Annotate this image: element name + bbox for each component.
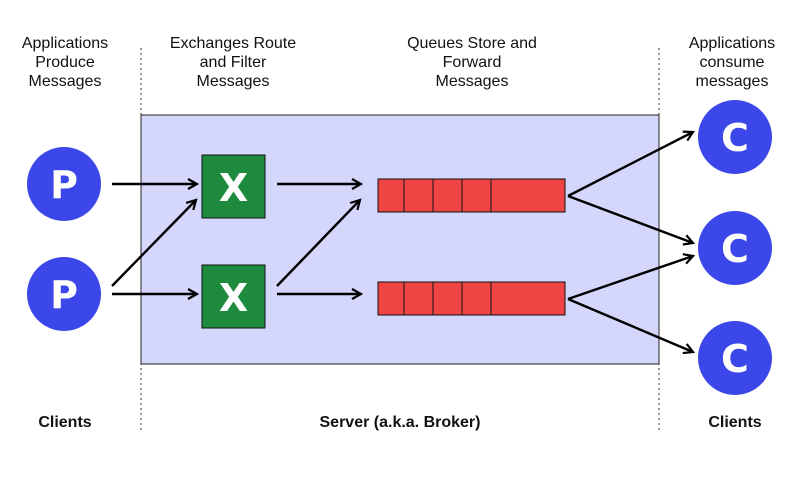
exchange-2: X bbox=[201, 264, 266, 329]
consumer-1-label: C bbox=[721, 116, 749, 160]
producer-2-label: P bbox=[50, 273, 78, 317]
arrow-p2-to-x1 bbox=[111, 200, 196, 287]
arrow-x2-to-q1 bbox=[276, 200, 360, 287]
consumer-1: C bbox=[698, 100, 772, 174]
arrow-q2-to-c3 bbox=[567, 297, 693, 352]
exchange-1-label: X bbox=[219, 166, 248, 210]
queue-1 bbox=[377, 178, 566, 213]
footer-clients-right: Clients bbox=[708, 414, 762, 431]
consumer-2: C bbox=[698, 211, 772, 285]
consumer-3-label: C bbox=[721, 337, 749, 381]
consumer-3: C bbox=[698, 321, 772, 395]
producer-1-label: P bbox=[50, 163, 78, 207]
exchange-1: X bbox=[201, 154, 266, 219]
footer-server: Server (a.k.a. Broker) bbox=[319, 414, 481, 431]
exchange-2-label: X bbox=[219, 276, 248, 320]
arrow-q1-to-c2 bbox=[567, 194, 693, 243]
queue-2 bbox=[377, 281, 566, 316]
footer-clients-left: Clients bbox=[38, 414, 92, 431]
producer-2: P bbox=[27, 257, 101, 331]
arrow-q2-to-c2 bbox=[567, 256, 693, 301]
producer-1: P bbox=[27, 147, 101, 221]
consumer-2-label: C bbox=[721, 227, 749, 271]
arrow-q1-to-c1 bbox=[567, 132, 693, 198]
